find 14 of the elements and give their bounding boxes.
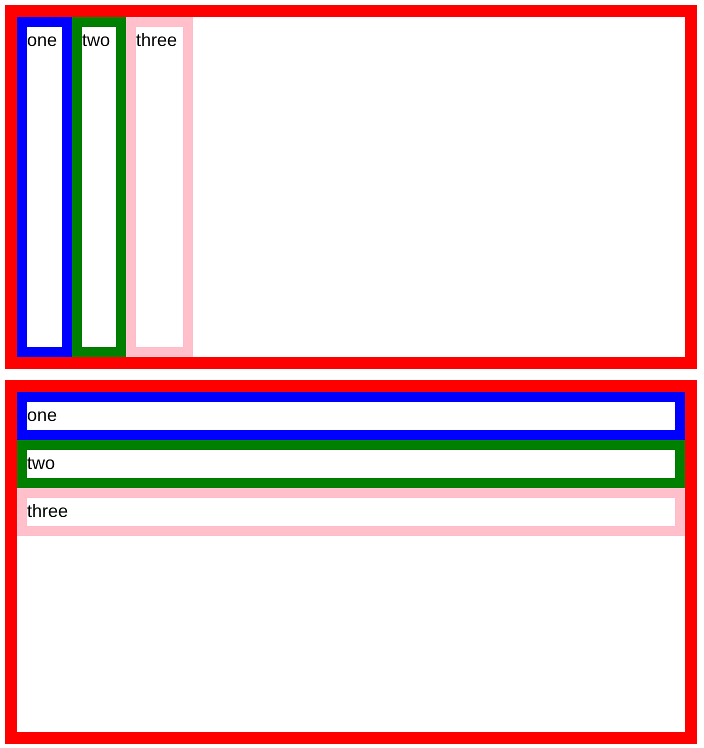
item-box	[17, 17, 72, 357]
item-label: three	[136, 29, 178, 51]
item-label: three	[27, 500, 68, 522]
container-box	[5, 5, 697, 369]
item-box	[126, 17, 193, 357]
item-box	[72, 17, 126, 357]
item-label: one	[27, 404, 58, 426]
item-label: one	[27, 29, 58, 51]
item-label: two	[82, 29, 110, 51]
item-box	[17, 488, 685, 536]
item-label: two	[27, 452, 56, 474]
container-box	[5, 380, 697, 744]
item-box	[17, 440, 685, 488]
item-box	[17, 392, 685, 440]
